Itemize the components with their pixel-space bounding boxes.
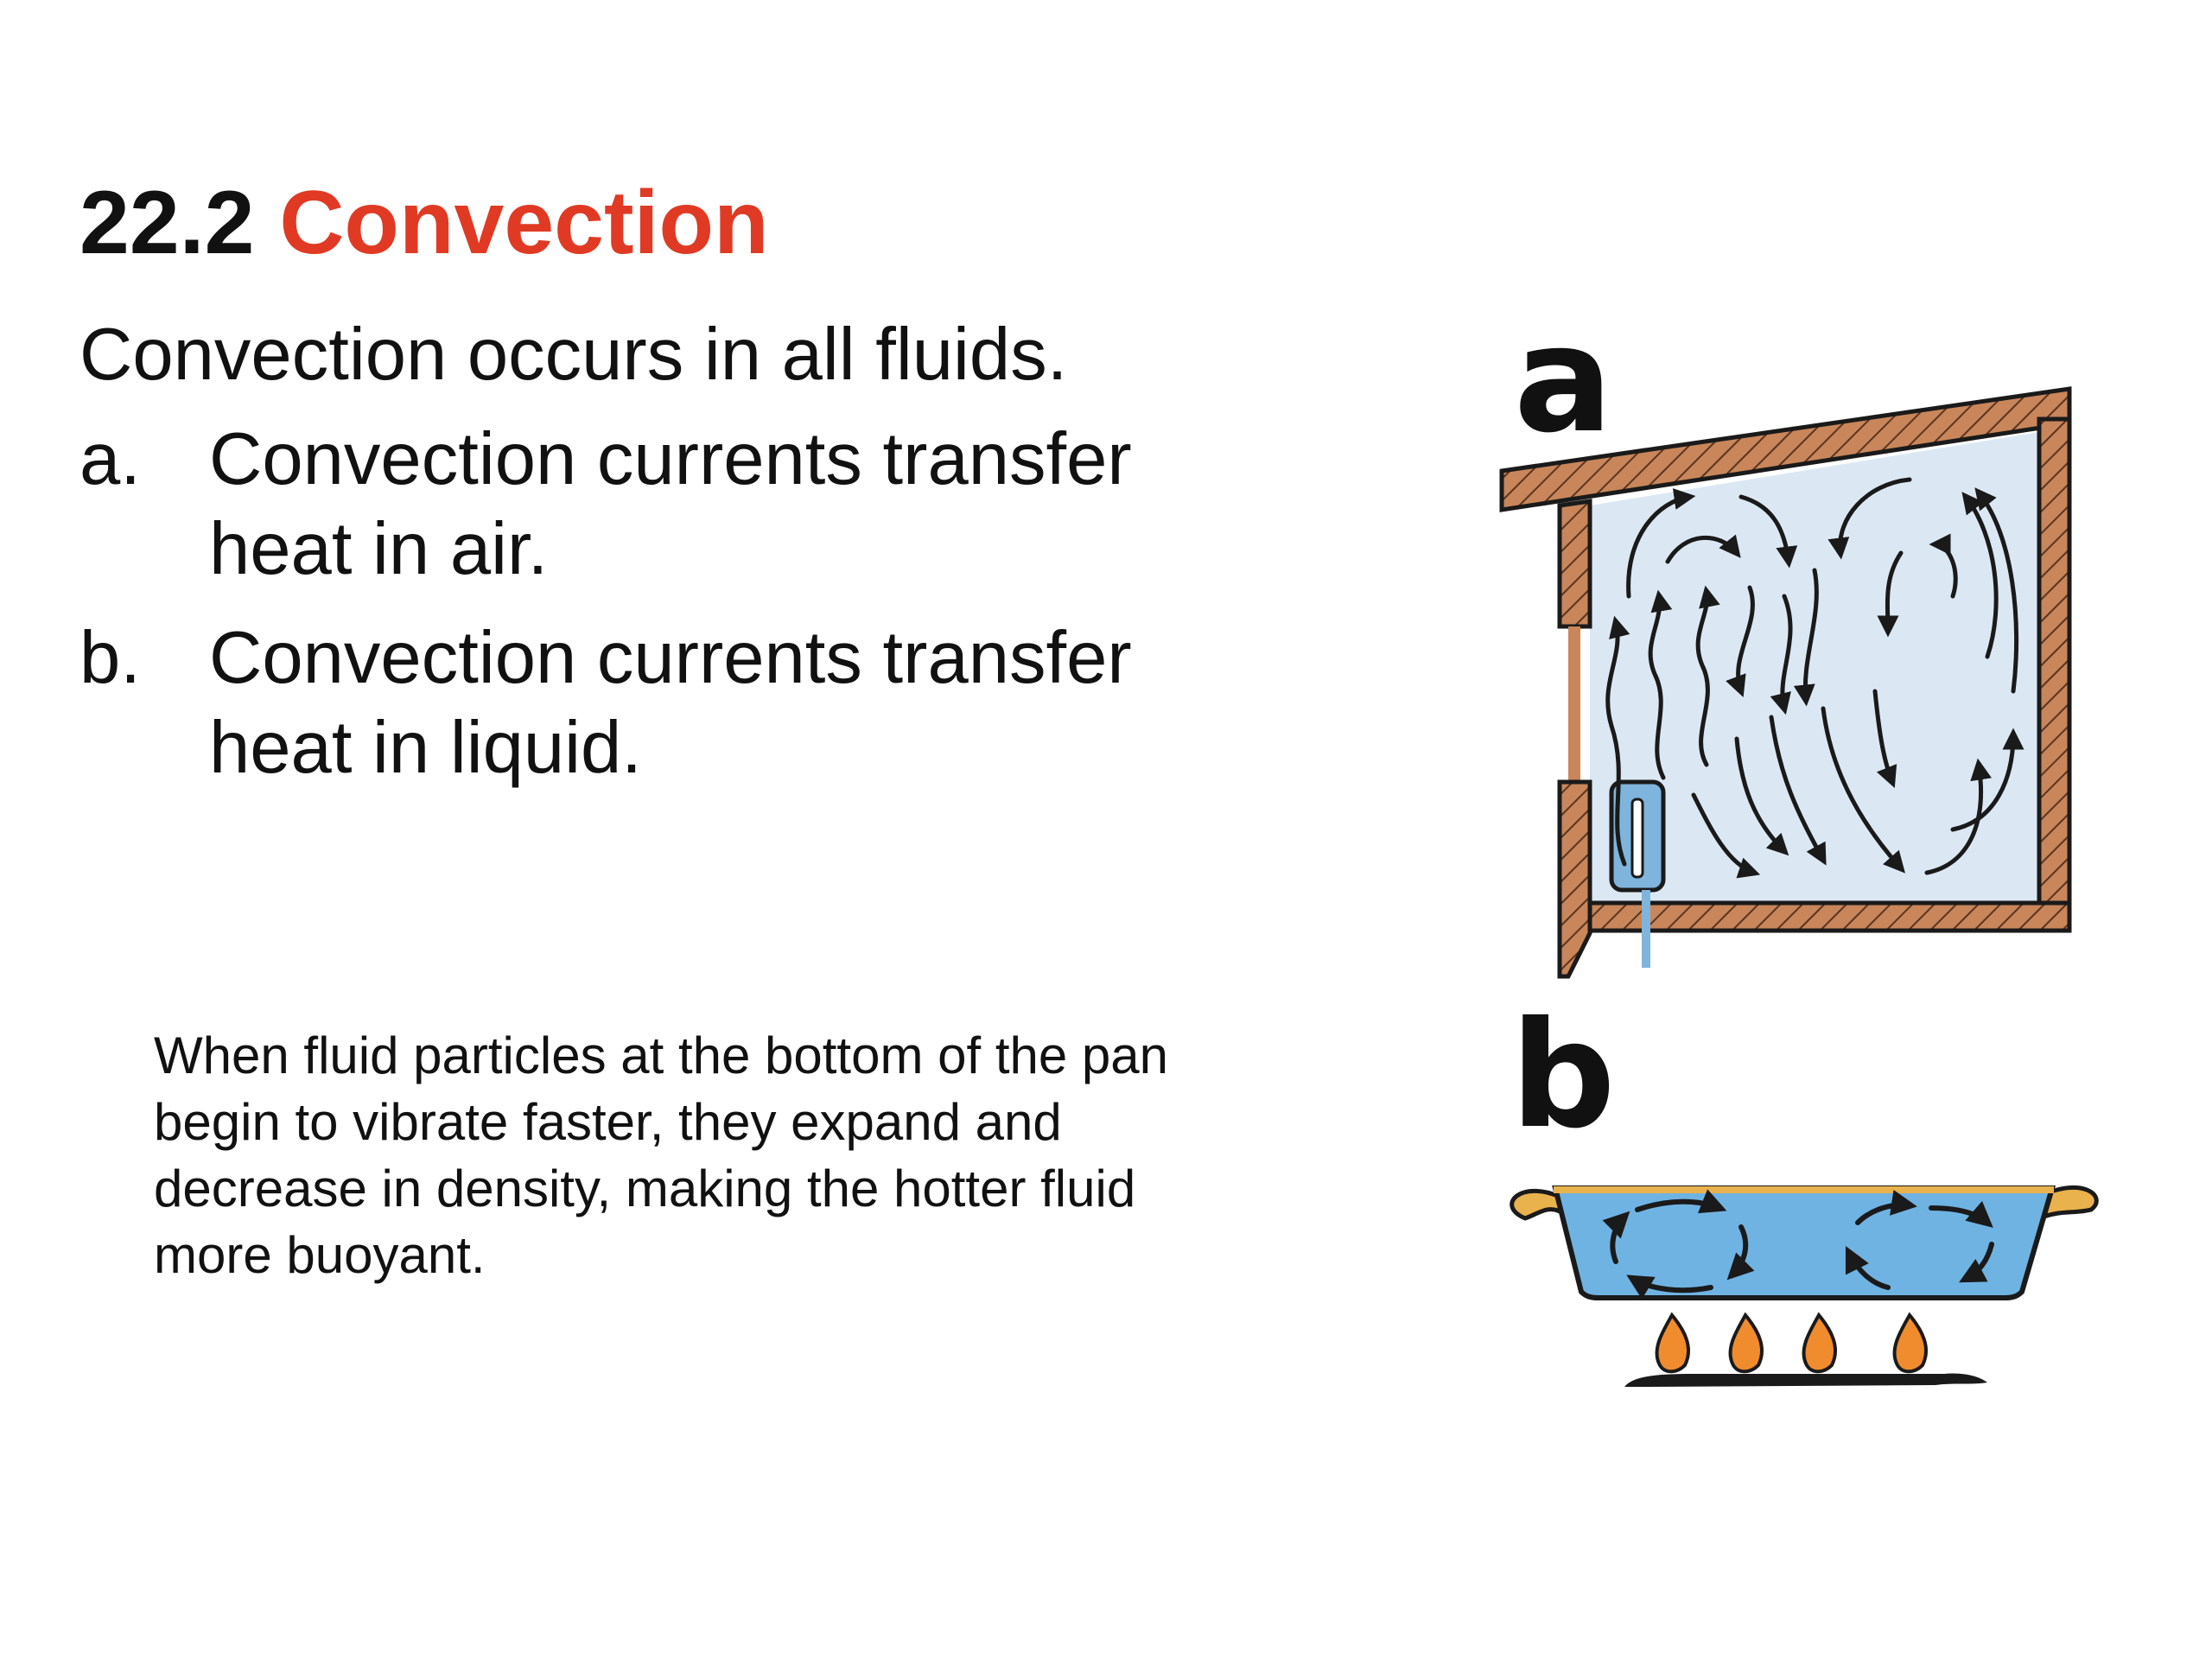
room-air-area	[1590, 432, 2039, 903]
room-air-convection-figure	[1499, 386, 2072, 979]
room-left-wall-upper	[1557, 499, 1592, 629]
explanation-note: When fluid particles at the bottom of th…	[154, 1027, 1169, 1284]
title-number: 22.2	[79, 173, 255, 273]
figure-a-label: a	[1514, 295, 1613, 466]
list-item-text: Convection currents transfer heat in liq…	[209, 617, 1132, 789]
list-marker: b.	[79, 617, 141, 699]
room-floor	[1561, 900, 2072, 933]
pan-handle-right	[2037, 1185, 2099, 1222]
burner-flames	[1655, 1312, 1928, 1374]
flame-icon	[1728, 1312, 1764, 1374]
title-word: Convection	[279, 173, 769, 273]
pan-handle-left	[1510, 1188, 1562, 1221]
heater-slot	[1630, 798, 1644, 879]
list-item-text: Convection currents transfer heat in air…	[209, 418, 1132, 590]
pan-liquid-convection-figure	[1510, 1185, 2099, 1387]
room-right-wall	[2037, 416, 2072, 914]
intro-text: Convection occurs in all fluids.	[79, 314, 1068, 396]
room-left-wall-lower	[1557, 779, 1592, 979]
list-marker: a.	[79, 418, 141, 500]
air-current-arrows	[1605, 477, 2024, 879]
pan-body	[1552, 1185, 2056, 1300]
liquid-current-arrows	[1602, 1189, 1994, 1300]
flame-icon	[1892, 1312, 1928, 1374]
stove-burner-base	[1624, 1373, 1987, 1387]
flame-icon	[1655, 1312, 1690, 1374]
flame-icon	[1802, 1312, 1837, 1374]
figure-b-label: b	[1510, 990, 1616, 1161]
slide-title: 22.2 Convection	[79, 169, 769, 277]
